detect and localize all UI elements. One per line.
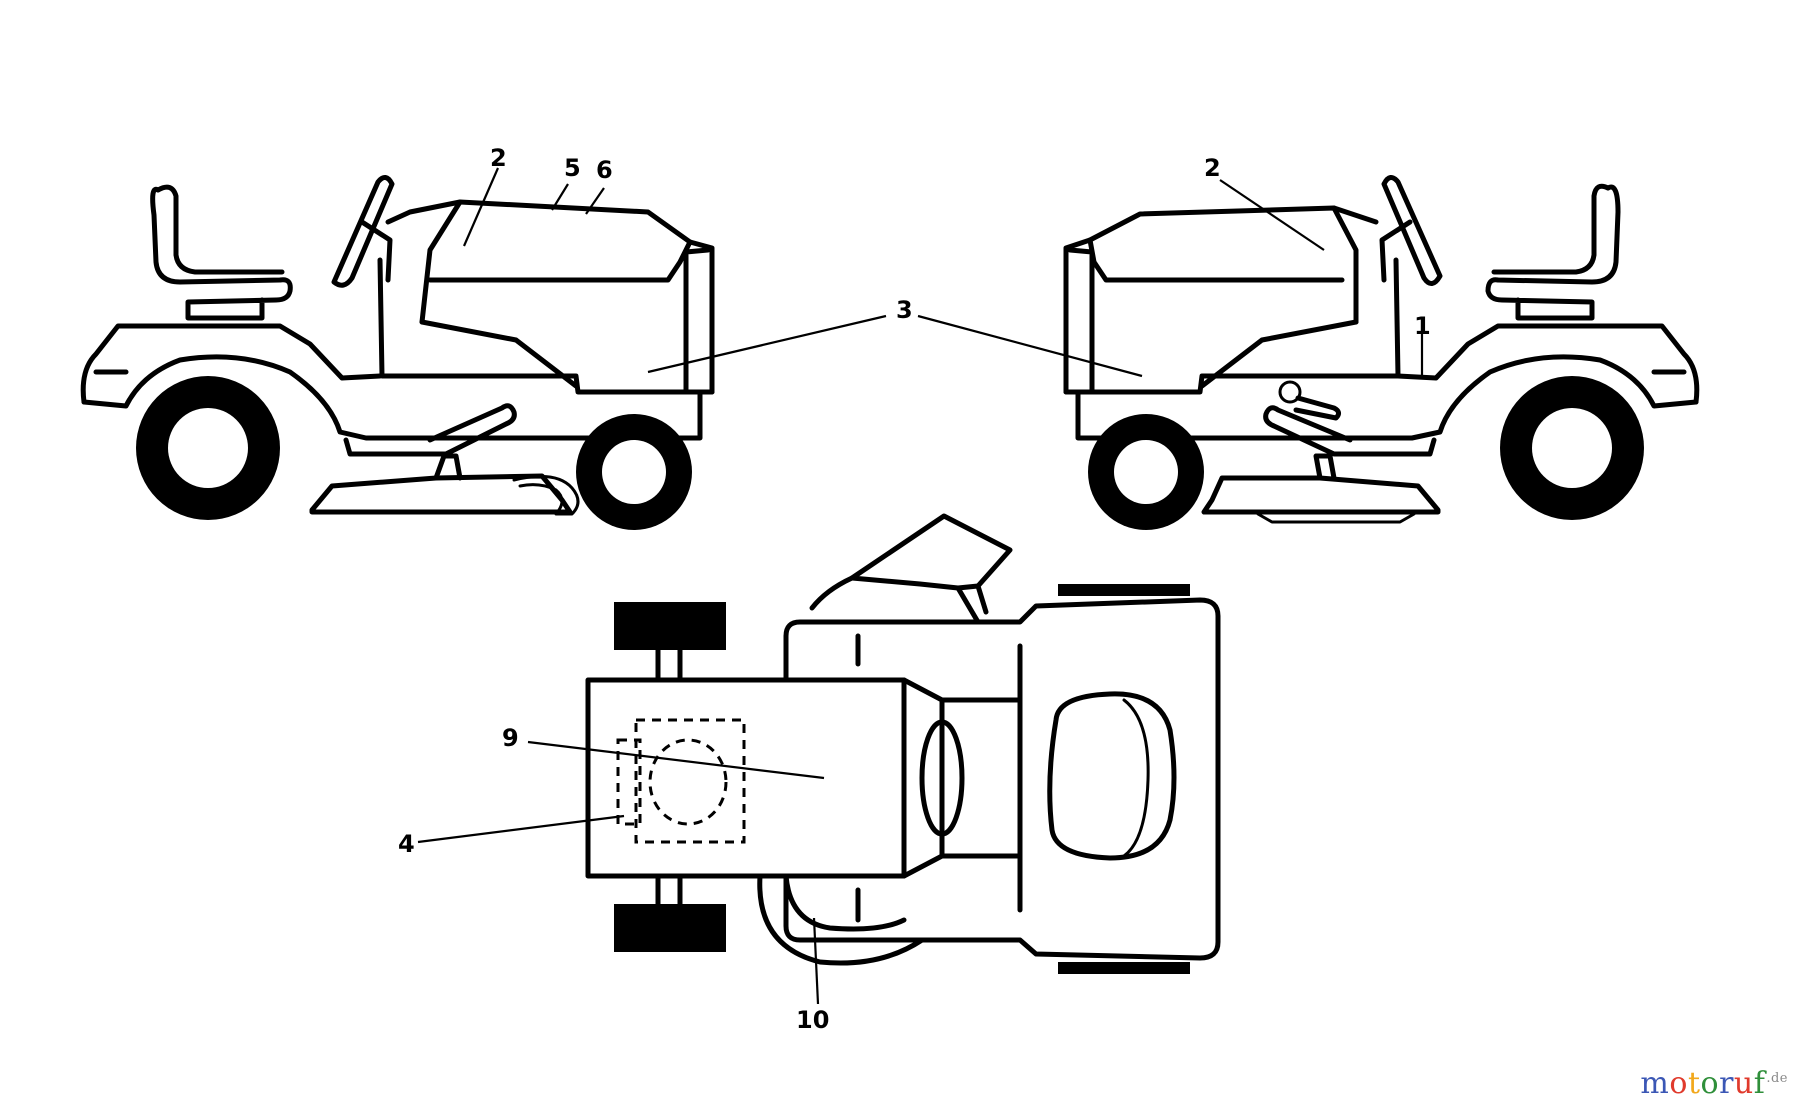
body-frame bbox=[1063, 257, 1700, 441]
body-frame bbox=[80, 257, 715, 441]
seat bbox=[1485, 183, 1621, 321]
hood-top bbox=[585, 677, 907, 879]
front-wheel-left-view bbox=[576, 414, 692, 530]
hood bbox=[1063, 205, 1379, 395]
lift-lever bbox=[1278, 380, 1342, 421]
watermark-letter: t bbox=[1687, 1066, 1701, 1101]
discharge-chute bbox=[809, 513, 1013, 615]
front-tire-bottom bbox=[614, 904, 726, 952]
callout-4: 4 bbox=[398, 830, 415, 858]
watermark-letter: m bbox=[1640, 1066, 1670, 1101]
callout-6: 6 bbox=[596, 156, 613, 184]
watermark-letter: f bbox=[1753, 1066, 1766, 1101]
mower-deck-left-view bbox=[309, 453, 580, 516]
watermark-letter: o bbox=[1669, 1066, 1688, 1101]
watermark-letter: r bbox=[1719, 1066, 1734, 1101]
tractor-right-side-view bbox=[1063, 175, 1700, 530]
watermark-suffix: .de bbox=[1766, 1071, 1788, 1086]
seat-top bbox=[1047, 691, 1177, 861]
front-wheel-right-view bbox=[1088, 414, 1204, 530]
callout-labels: 1 2 2 3 4 5 6 9 10 bbox=[398, 144, 1431, 1034]
callout-2-right: 2 bbox=[1204, 154, 1221, 182]
seat bbox=[150, 184, 293, 321]
tractor-left-side-view bbox=[80, 175, 715, 530]
watermark-letter: o bbox=[1700, 1066, 1720, 1101]
callout-1: 1 bbox=[1414, 312, 1431, 340]
engine-outline-side bbox=[616, 738, 642, 826]
rear-wheel-left-view bbox=[136, 376, 280, 520]
engine-outline bbox=[634, 718, 746, 844]
rear-tire-top bbox=[1058, 584, 1190, 596]
callout-5: 5 bbox=[564, 154, 581, 182]
hood bbox=[385, 199, 715, 395]
mower-deck-right-view bbox=[1201, 453, 1441, 524]
front-tire-top bbox=[614, 602, 726, 650]
callout-3: 3 bbox=[896, 296, 913, 324]
steering-wheel bbox=[331, 175, 395, 288]
engine-air-filter bbox=[648, 738, 728, 826]
callout-10: 10 bbox=[796, 1006, 829, 1034]
footrest bbox=[1263, 405, 1437, 457]
watermark-logo: motoruf.de bbox=[1640, 1066, 1788, 1101]
steering-wheel bbox=[1379, 175, 1443, 286]
rear-tire-bottom bbox=[1058, 962, 1190, 974]
footrest bbox=[343, 403, 517, 457]
leader-lines bbox=[417, 167, 1424, 1005]
callout-2-left: 2 bbox=[490, 144, 507, 172]
callout-9: 9 bbox=[502, 724, 519, 752]
watermark-letter: u bbox=[1733, 1066, 1754, 1101]
steering-top bbox=[919, 719, 965, 837]
rear-wheel-right-view bbox=[1500, 376, 1644, 520]
mower-deck-outline bbox=[757, 873, 925, 966]
tractor-top-view bbox=[585, 513, 1221, 974]
